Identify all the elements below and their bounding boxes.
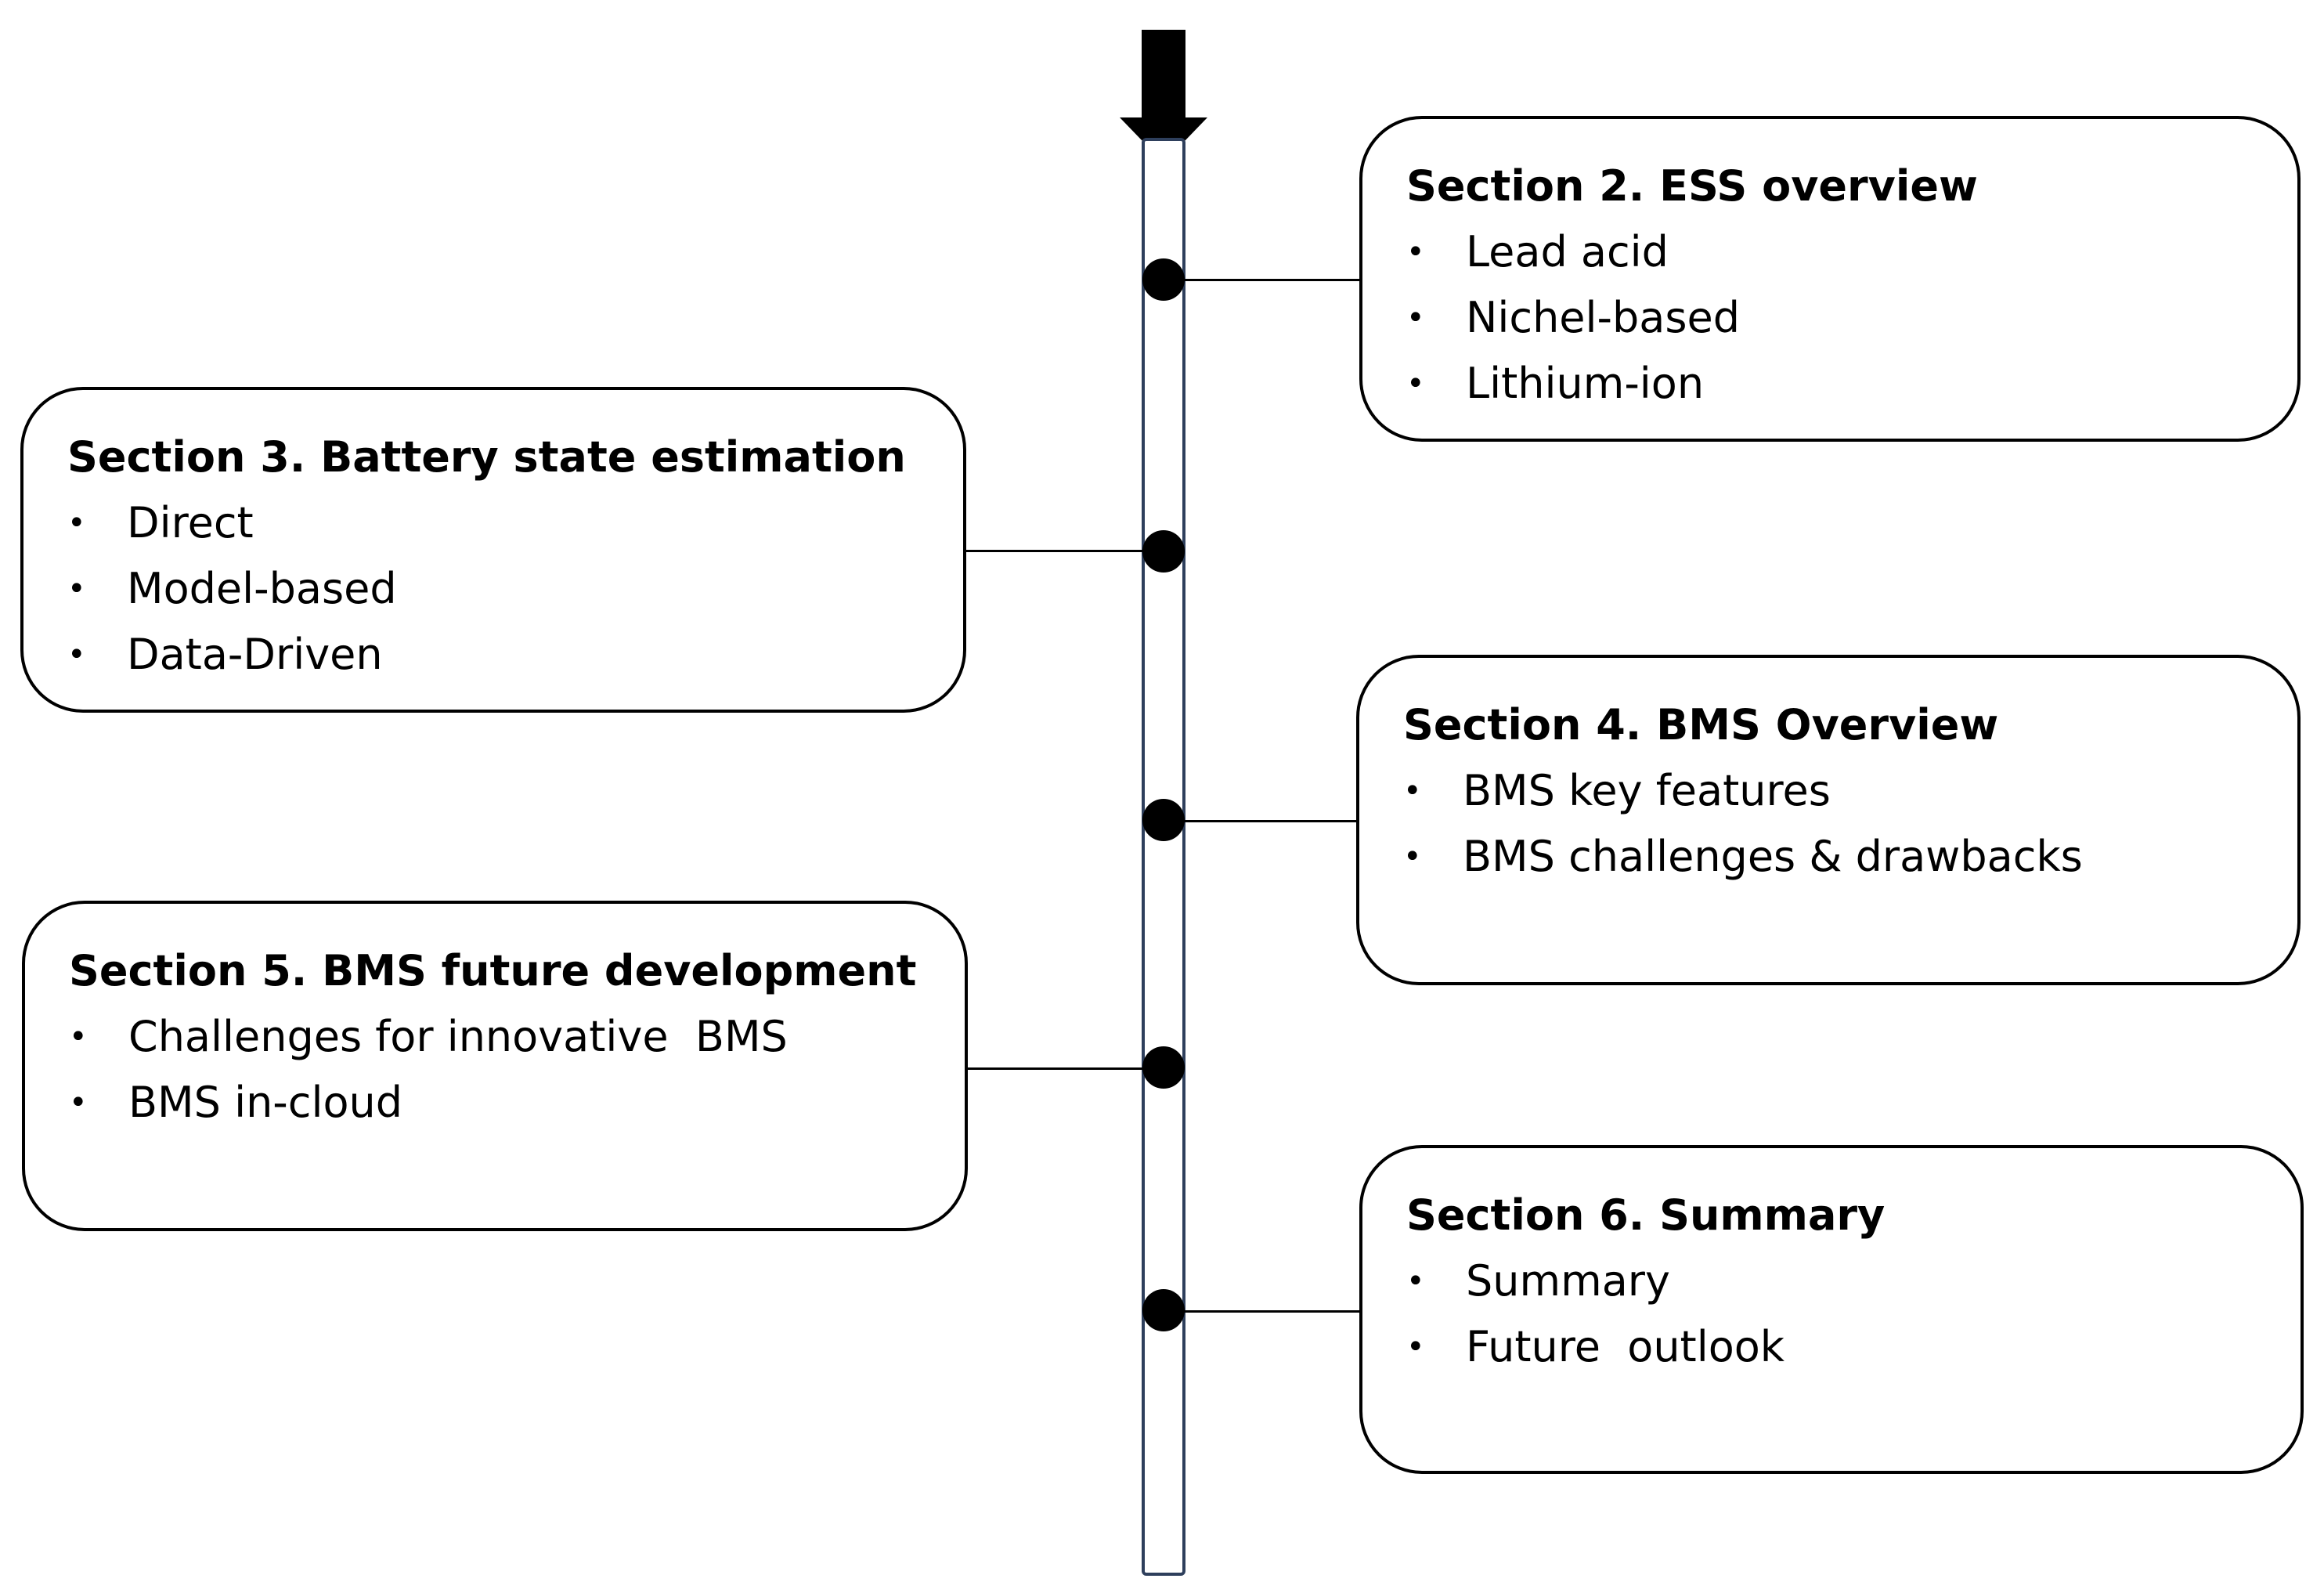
bullet-icon: • <box>69 1019 88 1055</box>
list-item-label: BMS key features <box>1463 766 1831 815</box>
section-title: Section 3. Battery state estimation <box>67 432 906 482</box>
list-item: • BMS challenges & drawbacks <box>1403 824 2258 890</box>
connector-section-5 <box>968 1067 1164 1070</box>
connector-section-2 <box>1164 279 1361 281</box>
list-item: • BMS in-cloud <box>69 1070 926 1136</box>
section-item-list: • Lead acid • Nichel-based • Lithium-ion <box>1406 219 2258 417</box>
list-item-label: Challenges for innovative BMS <box>128 1012 788 1061</box>
bullet-icon: • <box>1403 839 1422 875</box>
connector-section-6 <box>1164 1310 1361 1313</box>
list-item-label: Nichel-based <box>1466 293 1741 342</box>
section-item-list: • Summary • Future outlook <box>1406 1248 2261 1380</box>
list-item-label: BMS in-cloud <box>128 1078 403 1127</box>
section-box-summary: Section 6. Summary • Summary • Future outl… <box>1359 1145 2304 1474</box>
bullet-icon: • <box>1406 300 1425 336</box>
list-item-label: Data-Driven <box>127 630 383 679</box>
timeline-node-section-4 <box>1142 799 1185 841</box>
timeline-node-section-3 <box>1142 530 1185 573</box>
list-item: • Summary <box>1406 1248 2261 1314</box>
timeline-node-section-6 <box>1142 1289 1185 1331</box>
list-item: • BMS key features <box>1403 758 2258 824</box>
list-item: • Nichel-based <box>1406 285 2258 351</box>
bullet-icon: • <box>69 1085 88 1121</box>
section-box-ess-overview: Section 2. ESS overview • Lead acid • Nich… <box>1359 116 2301 442</box>
list-item-label: Summary <box>1466 1256 1670 1306</box>
connector-section-3 <box>966 550 1164 552</box>
timeline-track <box>1142 138 1185 1576</box>
bullet-icon: • <box>1406 366 1425 402</box>
list-item: • Future outlook <box>1406 1314 2261 1380</box>
section-title: Section 4. BMS Overview <box>1403 700 1999 750</box>
bullet-icon: • <box>67 505 86 541</box>
list-item-label: Lead acid <box>1466 227 1669 276</box>
connector-section-4 <box>1164 820 1358 822</box>
bullet-icon: • <box>1406 1263 1425 1299</box>
bullet-icon: • <box>67 571 86 607</box>
section-box-bms-overview: Section 4. BMS Overview • BMS key feature… <box>1356 655 2301 985</box>
section-box-battery-state-estimation: Section 3. Battery state estimation • Dir… <box>20 387 966 713</box>
section-title: Section 6. Summary <box>1406 1190 1886 1240</box>
list-item-label: Lithium-ion <box>1466 359 1705 408</box>
section-box-bms-future-development: Section 5. BMS future development • Chall… <box>22 901 968 1231</box>
timeline-node-section-2 <box>1142 258 1185 301</box>
section-title: Section 2. ESS overview <box>1406 161 1978 211</box>
list-item: • Direct <box>67 490 924 556</box>
bullet-icon: • <box>1403 773 1422 809</box>
section-item-list: • BMS key features • BMS challenges & draw… <box>1403 758 2258 890</box>
list-item: • Data-Driven <box>67 622 924 688</box>
section-item-list: • Challenges for innovative BMS • BMS in-c… <box>69 1004 926 1136</box>
timeline-node-section-5 <box>1142 1046 1185 1089</box>
list-item-label: Direct <box>127 498 254 547</box>
section-title: Section 5. BMS future development <box>69 946 917 995</box>
section-item-list: • Direct • Model-based • Data-Driven <box>67 490 924 688</box>
bullet-icon: • <box>67 637 86 673</box>
list-item: • Lithium-ion <box>1406 351 2258 417</box>
list-item: • Lead acid <box>1406 219 2258 285</box>
list-item: • Model-based <box>67 556 924 622</box>
list-item-label: Model-based <box>127 564 397 613</box>
list-item-label: BMS challenges & drawbacks <box>1463 832 2083 881</box>
bullet-icon: • <box>1406 1329 1425 1365</box>
arrow-down-icon <box>1142 30 1185 124</box>
list-item: • Challenges for innovative BMS <box>69 1004 926 1070</box>
list-item-label: Future outlook <box>1466 1322 1785 1371</box>
bullet-icon: • <box>1406 234 1425 270</box>
